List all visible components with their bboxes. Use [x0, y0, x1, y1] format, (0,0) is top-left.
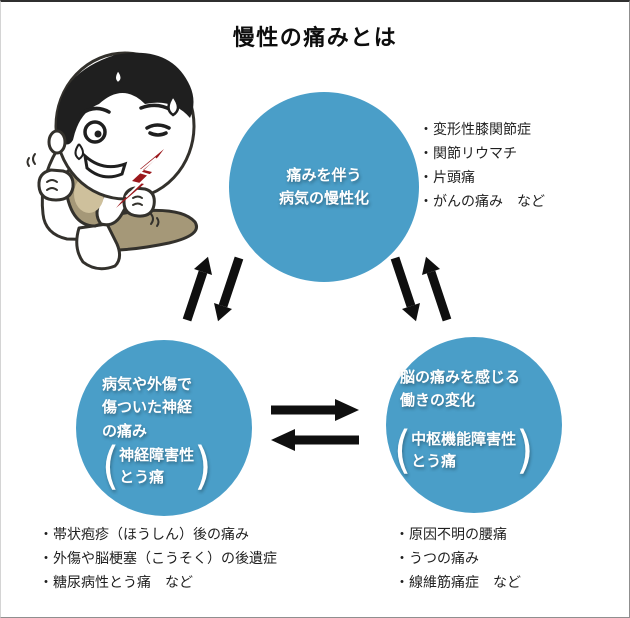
- circle-text-line: 病気や外傷で: [102, 375, 193, 393]
- list-item: ・外傷や脳梗塞（こうそく）の後遺症: [39, 551, 277, 567]
- list-item: ・がんの痛み など: [419, 194, 545, 210]
- circle-text-line: 脳の痛みを感じる: [400, 368, 521, 386]
- examples-list-chronic-disease: ・変形性膝関節症 ・関節リウマチ ・片頭痛 ・がんの痛み など: [419, 118, 545, 214]
- list-item: ・帯状疱疹（ほうしん）後の痛み: [39, 527, 249, 543]
- circle-text-line: 傷ついた神経: [102, 398, 193, 417]
- bidirectional-arrows-bottom-icon: [265, 394, 365, 460]
- examples-list-central: ・原因不明の腰痛 ・うつの痛み ・線維筋痛症 など: [395, 523, 521, 595]
- page-title: 慢性の痛みとは: [232, 26, 398, 51]
- open-paren: (: [394, 420, 412, 480]
- circle-central-dysfunction-pain: 脳の痛みを感じる 働きの変化 ( 中枢機能障害性 とう痛 ): [386, 337, 562, 513]
- parenthesized-label: ( 神経障害性 とう痛 ): [102, 441, 252, 492]
- list-item: ・変形性膝関節症: [419, 122, 531, 138]
- list-item: ・片頭痛: [419, 170, 475, 186]
- bidirectional-arrows-top-left-icon: [177, 246, 261, 332]
- list-item: ・線維筋痛症 など: [395, 575, 521, 591]
- parenthesized-label: ( 中枢機能障害性 とう痛 ): [394, 425, 562, 476]
- list-item: ・うつの痛み: [395, 551, 479, 567]
- close-paren: ): [516, 420, 534, 480]
- circle-chronic-disease-pain: 痛みを伴う 病気の慢性化: [229, 92, 419, 282]
- person-in-pain-illustration: [23, 42, 223, 276]
- circle-neuropathic-pain: 病気や外傷で 傷ついた神経 の痛み ( 神経障害性 とう痛 ): [76, 340, 252, 516]
- list-item: ・関節リウマチ: [419, 146, 517, 162]
- list-item: ・原因不明の腰痛: [395, 527, 507, 543]
- bidirectional-arrows-top-right-icon: [373, 246, 457, 332]
- list-item: ・糖尿病性とう痛 など: [39, 575, 193, 591]
- paren-text-line: とう痛: [411, 451, 457, 470]
- close-paren: ): [194, 436, 212, 496]
- circle-text-line: の痛み: [102, 421, 148, 440]
- man-holding-knee-icon: [26, 51, 198, 271]
- circle-text-line: 痛みを伴う: [286, 165, 362, 184]
- paren-text-line: 神経障害性: [119, 446, 195, 464]
- circle-text-line: 働きの変化: [400, 391, 476, 410]
- paren-text-line: とう痛: [119, 467, 165, 486]
- open-paren: (: [102, 436, 120, 496]
- circle-text-line: 病気の慢性化: [278, 189, 369, 207]
- paren-text-line: 中枢機能障害性: [411, 429, 517, 448]
- examples-list-neuropathic: ・帯状疱疹（ほうしん）後の痛み ・外傷や脳梗塞（こうそく）の後遺症 ・糖尿病性と…: [39, 523, 277, 595]
